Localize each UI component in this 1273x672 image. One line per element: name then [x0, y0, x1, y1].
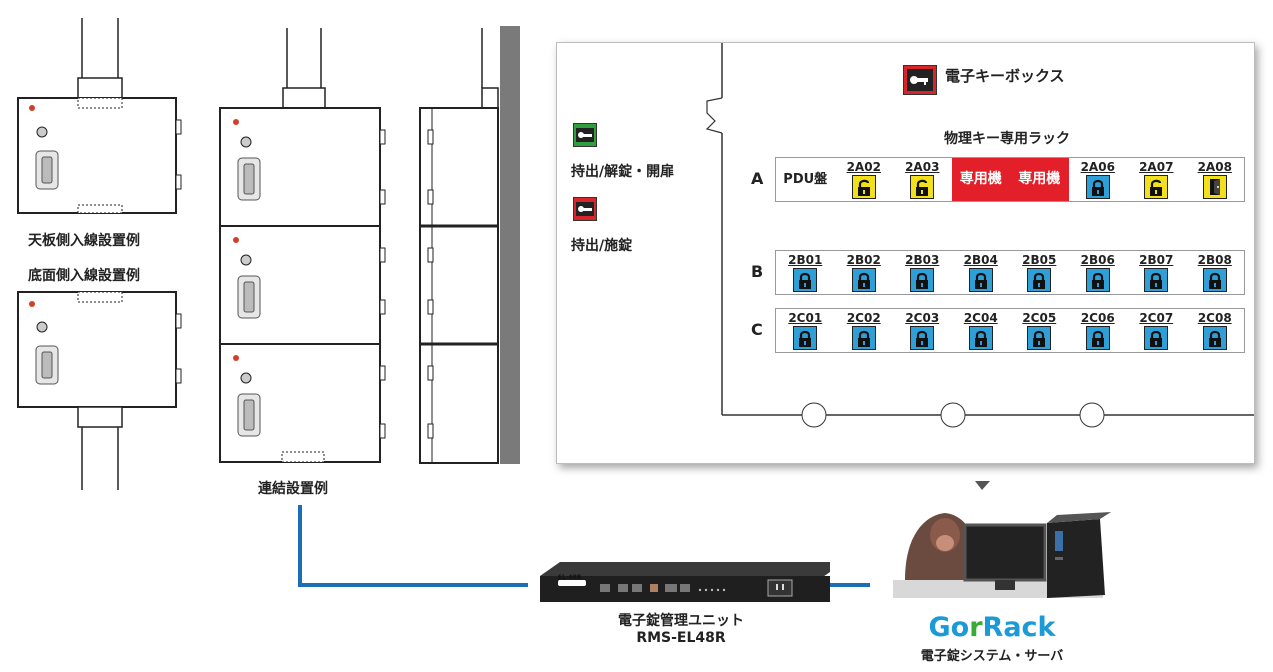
rack-slot[interactable]: 専用機: [1010, 158, 1069, 201]
locked-padlock-icon: [1069, 325, 1128, 354]
rack-slot[interactable]: 2B03: [893, 251, 952, 294]
row-label-c: C: [751, 320, 763, 339]
locked-padlock-icon: [893, 267, 952, 296]
lockbox-illustrations: [17, 18, 520, 490]
locked-padlock-icon: [952, 267, 1011, 296]
unlocked-padlock-icon: [835, 174, 894, 203]
rack-slot-id: 2C07: [1139, 311, 1174, 325]
locked-padlock-icon: [1069, 267, 1128, 296]
rack-slot[interactable]: 2A07: [1127, 158, 1186, 201]
rack-slot[interactable]: 2C04: [952, 309, 1011, 352]
rack-floor-panel: 電子キーボックス 物理キー専用ラック 持出/解錠・開扉 持出/施錠 A PDU盤 2…: [556, 42, 1255, 464]
rack-slot-id: 2B06: [1080, 253, 1115, 267]
device-badge: EL-48R: [558, 574, 582, 581]
rack-slot[interactable]: 専用機: [951, 158, 1010, 201]
unit-name: 電子錠管理ユニット: [618, 613, 744, 629]
rack-slot-id: 2A07: [1139, 160, 1174, 174]
locked-padlock-icon: [835, 325, 894, 354]
keybox-label: 電子キーボックス: [945, 67, 1065, 85]
rack-slot-id: 2C02: [846, 311, 881, 325]
locked-padlock-icon: [1010, 267, 1069, 296]
locked-padlock-icon: [1127, 325, 1186, 354]
locked-padlock-icon: [1186, 267, 1245, 296]
rack-slot-id: 2C05: [1022, 311, 1057, 325]
rack-slot-id: 2C03: [905, 311, 940, 325]
linked-install-label: 連結設置例: [258, 481, 328, 497]
locked-padlock-icon: [1127, 267, 1186, 296]
legend-lock-label: 持出/施錠: [571, 238, 633, 254]
bottom-install-label: 底面側入線設置例: [28, 268, 140, 284]
locked-padlock-icon: [776, 267, 835, 296]
room-outline: [705, 43, 1254, 428]
rack-slot[interactable]: 2C05: [1010, 309, 1069, 352]
rack-slot[interactable]: 2B04: [952, 251, 1011, 294]
rack-slot-id: 2B05: [1022, 253, 1057, 267]
rack-row-b: 2B01 2B02 2B03 2B04 2B05 2B06 2B07 2B08: [775, 250, 1245, 295]
rack-slot[interactable]: 2B07: [1127, 251, 1186, 294]
rack-slot[interactable]: 2C02: [835, 309, 894, 352]
legend-unlock-label: 持出/解錠・開扉: [571, 164, 675, 180]
rack-slot[interactable]: 2A08: [1186, 158, 1245, 201]
rack-slot-id: 2A03: [905, 160, 940, 174]
logo-part-b: Rack: [982, 612, 1056, 643]
rack-title: 物理キー専用ラック: [944, 131, 1070, 147]
rack-slot-id: 2C06: [1080, 311, 1115, 325]
rack-row-c: 2C01 2C02 2C03 2C04 2C05 2C06 2C07 2C08: [775, 308, 1245, 353]
rack-slot[interactable]: 2B08: [1186, 251, 1245, 294]
locked-padlock-icon: [835, 267, 894, 296]
rack-slot[interactable]: 2C01: [776, 309, 835, 352]
rack-slot-id: 2B03: [905, 253, 940, 267]
unlock-open-key-icon: [573, 123, 597, 147]
logo-part-r: r: [969, 612, 983, 643]
rack-slot[interactable]: 2A02: [835, 158, 894, 201]
operator-workstation-illustration: [893, 512, 1111, 598]
rack-slot-id: 2B01: [788, 253, 823, 267]
unlocked-padlock-icon: [1127, 174, 1186, 203]
rack-slot[interactable]: 2C07: [1127, 309, 1186, 352]
rack-slot-id: 2B04: [963, 253, 998, 267]
rack-slot[interactable]: 2C06: [1069, 309, 1128, 352]
management-unit-device: EL-48R: [540, 562, 830, 604]
locked-padlock-icon: [893, 325, 952, 354]
rack-slot-id: 2A02: [846, 160, 881, 174]
rack-slot[interactable]: 2B01: [776, 251, 835, 294]
rack-slot-id: 2B02: [846, 253, 881, 267]
row-label-b: B: [751, 262, 764, 281]
rack-slot-id: 2A08: [1197, 160, 1232, 174]
rack-slot[interactable]: 2A03: [893, 158, 952, 201]
logo-part-a: Go: [928, 612, 970, 643]
rack-slot[interactable]: 2A06: [1069, 158, 1128, 201]
rack-slot-id: 2C04: [963, 311, 998, 325]
rack-slot[interactable]: 2C08: [1186, 309, 1245, 352]
locked-padlock-icon: [1010, 325, 1069, 354]
rack-slot-id: 2B07: [1139, 253, 1174, 267]
rack-row-a: PDU盤 2A02 2A03 専用機専用機 2A06 2A07 2A08: [775, 157, 1245, 202]
locked-padlock-icon: [1069, 174, 1128, 203]
locked-padlock-icon: [1186, 325, 1245, 354]
rack-slot-id: 2C01: [788, 311, 823, 325]
server-caption: 電子錠システム・サーバ: [920, 649, 1064, 664]
keybox-icon: [903, 65, 937, 95]
top-install-label: 天板側入線設置例: [28, 233, 140, 249]
rack-slot[interactable]: 2B02: [835, 251, 894, 294]
locked-padlock-icon: [952, 325, 1011, 354]
rack-slot-id: 2B08: [1197, 253, 1232, 267]
door-open-icon: [1186, 174, 1245, 203]
rack-slot[interactable]: PDU盤: [783, 172, 828, 187]
rack-slot[interactable]: 2C03: [893, 309, 952, 352]
rack-slot[interactable]: 2B05: [1010, 251, 1069, 294]
locked-padlock-icon: [776, 325, 835, 354]
row-label-a: A: [751, 169, 764, 188]
rack-slot-id: 2C08: [1197, 311, 1232, 325]
unit-model: RMS-EL48R: [636, 630, 726, 646]
rack-slot[interactable]: 2B06: [1069, 251, 1128, 294]
lock-key-icon: [573, 197, 597, 221]
unlocked-padlock-icon: [893, 174, 952, 203]
rack-slot-id: 2A06: [1080, 160, 1115, 174]
gorirack-logo: GorRack: [917, 612, 1067, 644]
